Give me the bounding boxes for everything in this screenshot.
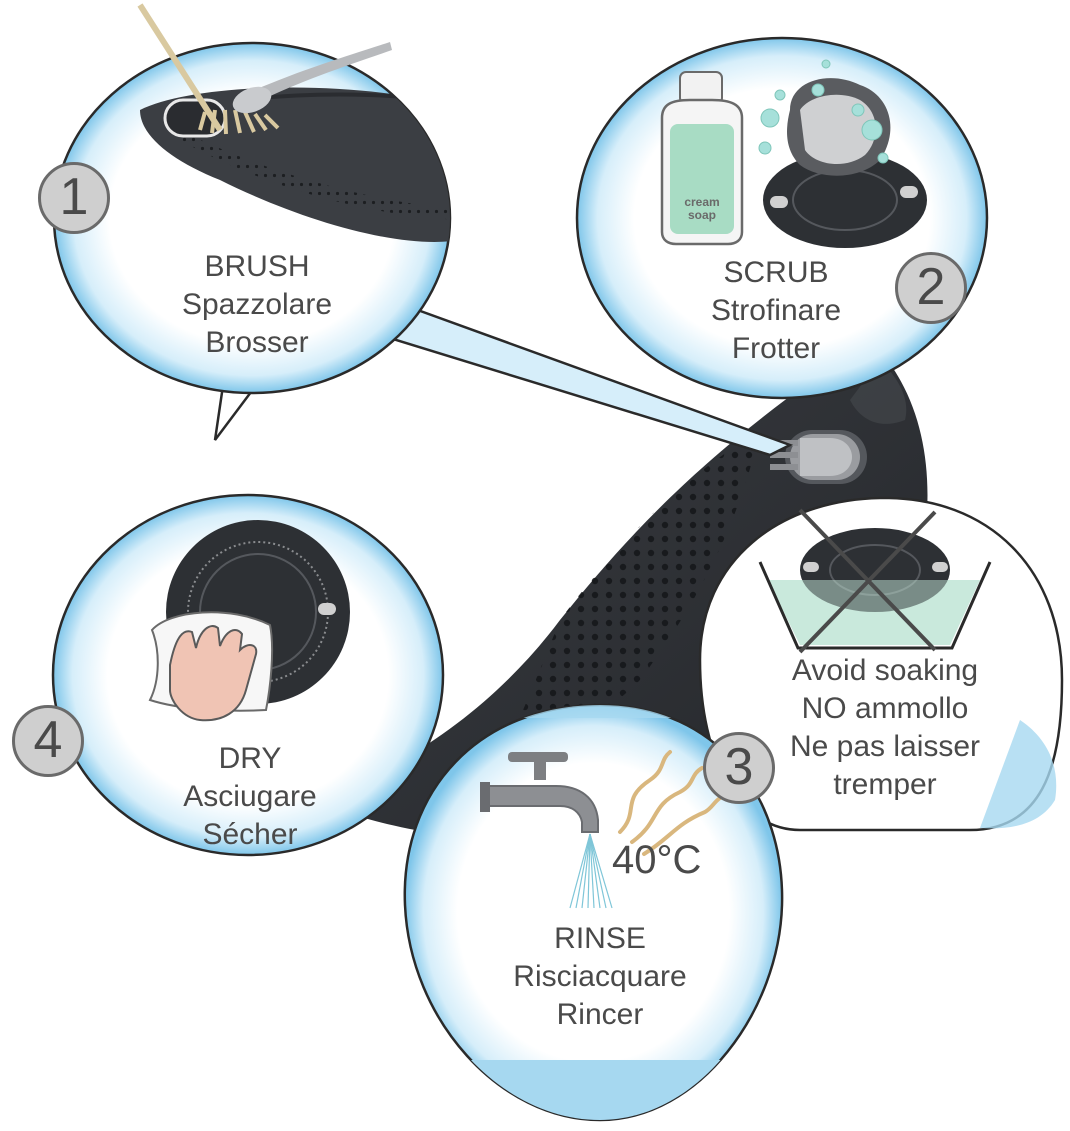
sponge-icon: [758, 59, 927, 248]
step-number-2: 2: [895, 252, 967, 324]
rinse-temperature: 40°C: [612, 838, 702, 882]
step-rinse-label: RINSE Risciacquare Rincer: [513, 922, 687, 1031]
bubble-avoid-soaking: [698, 496, 1064, 832]
steam-icon: [618, 750, 722, 856]
soap-bottle-icon: [660, 71, 744, 246]
step-number-3: 3: [703, 732, 775, 804]
towel-hand-icon: [148, 611, 274, 722]
step-dry-label: DRY Asciugare Sécher: [183, 742, 317, 851]
brush-icon: [137, 3, 280, 135]
step-scrub-label: SCRUB Strofinare Frotter: [710, 256, 842, 365]
faucet-icon: [480, 752, 613, 909]
bubble-scrub: [575, 36, 989, 400]
cross-icon: [798, 508, 937, 654]
step-number-4: 4: [12, 705, 84, 777]
bubble-brush: [52, 3, 452, 395]
bubble-dry: [51, 493, 445, 857]
step-number-1: 1: [38, 162, 110, 234]
step-brush-label: BRUSH Spazzolare Brosser: [181, 250, 333, 359]
step-avoid-soaking-label: Avoid soaking NO ammollo Ne pas laisser …: [789, 654, 981, 801]
spoon-icon: [232, 42, 392, 114]
soap-bottle-label: cream soap: [684, 195, 720, 222]
